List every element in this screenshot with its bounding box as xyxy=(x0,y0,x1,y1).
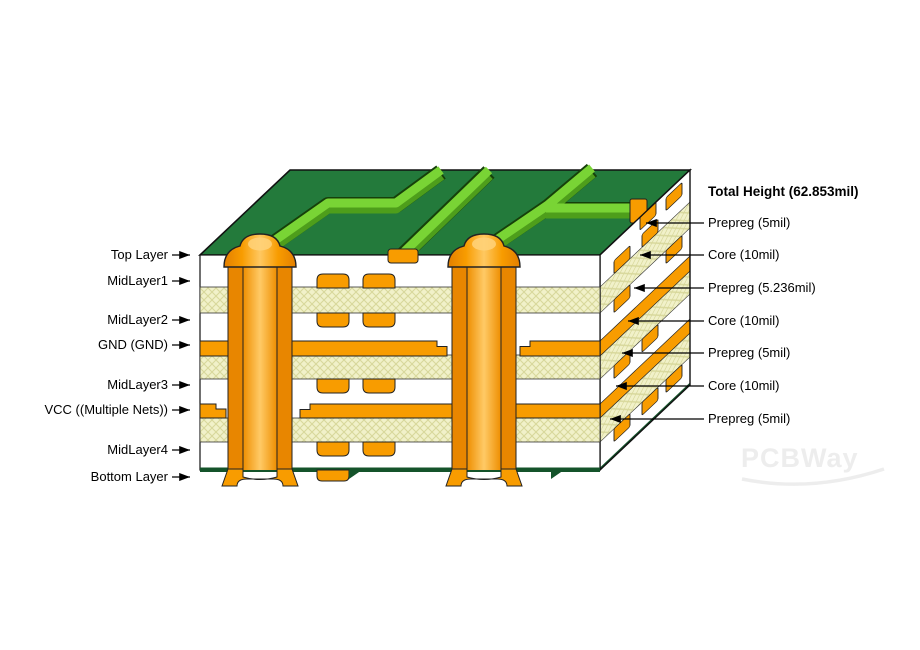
top-trace-c xyxy=(477,163,634,260)
top-trace-a xyxy=(259,165,446,258)
label-prepreg-3: Prepreg (5mil) xyxy=(708,345,791,360)
label-gnd: GND (GND) xyxy=(97,337,168,352)
right-face-pad-sections xyxy=(613,182,683,442)
top-trace-b xyxy=(396,166,495,263)
label-prepreg-2: Prepreg (5.236mil) xyxy=(708,280,816,295)
label-prepreg-1: Prepreg (5mil) xyxy=(708,215,791,230)
right-label-arrows xyxy=(610,218,704,424)
bottom-face-wedge xyxy=(349,470,362,479)
label-midlayer1: MidLayer1 xyxy=(107,273,168,288)
left-label-arrows xyxy=(172,250,190,482)
label-vcc: VCC ((Multiple Nets)) xyxy=(44,402,168,417)
label-prepreg-4: Prepreg (5mil) xyxy=(708,411,791,426)
label-total-height: Total Height (62.853mil) xyxy=(708,184,859,199)
label-bottom-layer: Bottom Layer xyxy=(90,469,168,484)
label-core-2: Core (10mil) xyxy=(708,313,780,328)
bottom-face-wedge xyxy=(551,470,564,479)
label-core-1: Core (10mil) xyxy=(708,247,780,262)
label-midlayer2: MidLayer2 xyxy=(107,312,168,327)
vcc-plane xyxy=(199,403,601,419)
pcbway-watermark: PCBWay xyxy=(741,443,859,473)
top-layer-front-pad xyxy=(387,248,419,264)
watermark-swoosh xyxy=(741,467,885,486)
right-face-gnd-plane xyxy=(600,255,690,357)
gnd-plane xyxy=(199,340,601,357)
bottom-edge xyxy=(200,467,600,472)
right-face-core3 xyxy=(600,333,690,442)
label-midlayer3: MidLayer3 xyxy=(107,377,168,392)
midlayer-pads xyxy=(316,273,396,457)
via-barrel-2 xyxy=(445,233,523,487)
label-top-layer: Top Layer xyxy=(110,247,168,262)
via-barrel xyxy=(221,233,299,487)
right-face-vcc-plane xyxy=(600,318,690,419)
label-midlayer4: MidLayer4 xyxy=(107,442,168,457)
label-core-3: Core (10mil) xyxy=(708,378,780,393)
bottom-layer-pad xyxy=(316,469,350,482)
pcb-top-face xyxy=(197,163,693,263)
